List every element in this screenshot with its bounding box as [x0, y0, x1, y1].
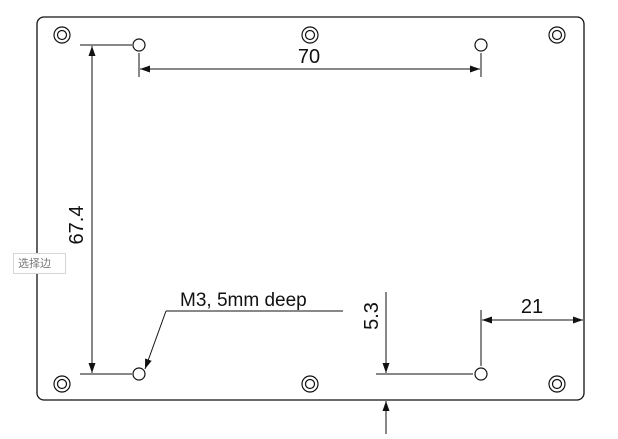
m3-hole-top-left[interactable] — [132, 38, 146, 52]
callout-label: M3, 5mm deep — [180, 290, 307, 311]
m3-hole-bottom-right[interactable] — [474, 367, 488, 381]
mounting-hole-top-right[interactable] — [548, 26, 566, 44]
dimension-vertical-left[interactable]: 67.4 — [66, 44, 132, 375]
mounting-hole-bottom-right[interactable] — [548, 375, 566, 393]
mounting-hole-top-left[interactable] — [53, 26, 71, 44]
mounting-hole-bottom-center[interactable] — [301, 375, 319, 393]
dimension-horizontal-top[interactable]: 70 — [138, 46, 482, 77]
dimension-label-67-4: 67.4 — [66, 206, 88, 245]
dimension-right-offset[interactable]: 21 — [480, 296, 583, 366]
board-outline[interactable] — [36, 16, 585, 401]
dimension-label-70: 70 — [298, 46, 320, 68]
m3-hole-bottom-left[interactable] — [132, 367, 146, 381]
dimension-label-21: 21 — [521, 296, 543, 318]
dimension-label-5-3: 5.3 — [361, 302, 383, 330]
callout-m3-hole[interactable]: M3, 5mm deep — [144, 290, 343, 370]
select-edge-tooltip: 选择边 — [13, 253, 66, 274]
mounting-hole-bottom-left[interactable] — [53, 375, 71, 393]
m3-hole-top-right[interactable] — [474, 38, 488, 52]
dimension-bottom-offset[interactable]: 5.3 — [361, 292, 473, 434]
mounting-hole-top-center[interactable] — [301, 26, 319, 44]
